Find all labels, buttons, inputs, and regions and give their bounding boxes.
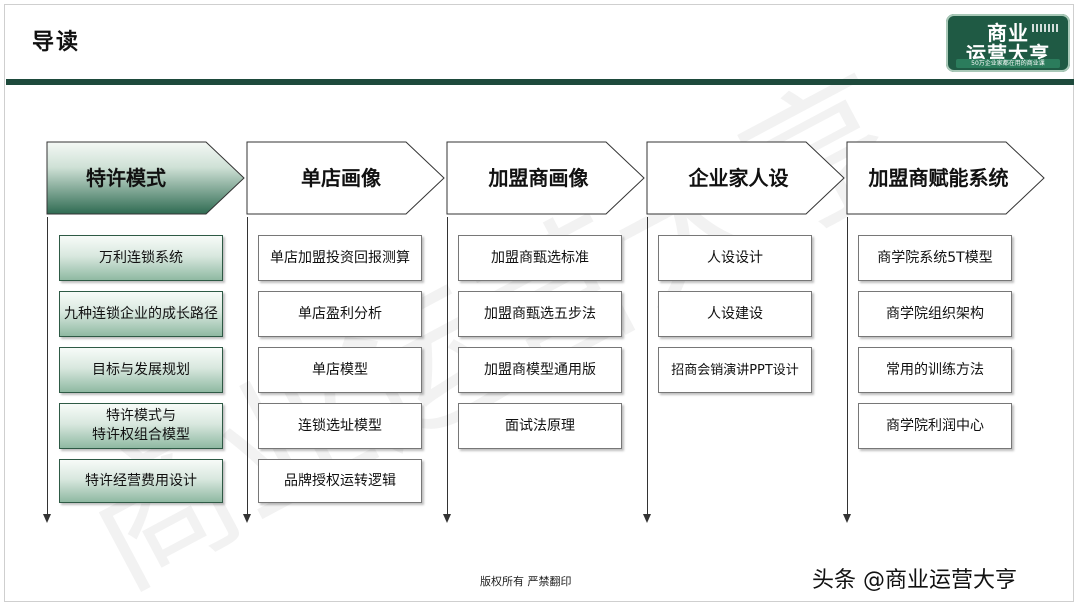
topic-item[interactable]: 目标与发展规划 — [59, 347, 223, 393]
topic-item[interactable]: 连锁选址模型 — [258, 403, 422, 449]
column-line — [847, 217, 848, 517]
chevron-shape — [646, 141, 845, 215]
chevron-shape — [446, 141, 645, 215]
topic-item[interactable]: 万利连锁系统 — [59, 235, 223, 281]
topic-item[interactable]: 特许模式与 特许权组合模型 — [59, 403, 223, 449]
topic-item[interactable]: 加盟商甄选标准 — [458, 235, 622, 281]
topic-item[interactable]: 常用的训练方法 — [858, 347, 1012, 393]
column-header-label: 加盟商赋能系统 — [868, 166, 1009, 190]
topic-item[interactable]: 单店模型 — [258, 347, 422, 393]
topic-item[interactable]: 商学院利润中心 — [858, 403, 1012, 449]
column-header-entrepreneur[interactable]: 企业家人设 — [646, 141, 846, 215]
title-divider — [6, 79, 1074, 85]
slide-frame — [4, 4, 1074, 602]
topic-item[interactable]: 商学院组织架构 — [858, 291, 1012, 337]
topic-item[interactable]: 加盟商甄选五步法 — [458, 291, 622, 337]
source-credit: 头条 @商业运营大亨 — [812, 568, 1017, 593]
logo-line1: 商业 — [987, 21, 1029, 45]
chevron-shape — [46, 141, 245, 215]
column-header-label: 特许模式 — [86, 166, 166, 190]
arrow-down-icon — [243, 514, 251, 523]
column-header-franchise[interactable]: 特许模式 — [46, 141, 246, 215]
topic-item[interactable]: 人设建设 — [658, 291, 812, 337]
column-header-label: 加盟商画像 — [488, 166, 589, 190]
topic-item[interactable]: 加盟商模型通用版 — [458, 347, 622, 393]
chevron-shape — [846, 141, 1045, 215]
topic-item[interactable]: 面试法原理 — [458, 403, 622, 449]
topic-item[interactable]: 商学院系统5T模型 — [858, 235, 1012, 281]
page-title: 导读 — [32, 30, 81, 55]
topic-item[interactable]: 品牌授权运转逻辑 — [258, 459, 422, 503]
column-line — [247, 217, 248, 517]
column-header-empowerment[interactable]: 加盟商赋能系统 — [846, 141, 1046, 215]
column-line — [47, 217, 48, 517]
column-header-label: 单店画像 — [301, 166, 381, 190]
column-header-label: 企业家人设 — [688, 166, 789, 190]
topic-item[interactable]: 人设设计 — [658, 235, 812, 281]
copyright-notice: 版权所有 严禁翻印 — [480, 575, 572, 588]
column-header-franchisee[interactable]: 加盟商画像 — [446, 141, 646, 215]
arrow-down-icon — [643, 514, 651, 523]
logo-tagline: 50万企业家都在用的商业课 — [956, 59, 1060, 68]
topic-item[interactable]: 特许经营费用设计 — [59, 459, 223, 503]
arrow-down-icon — [43, 514, 51, 523]
brand-logo: 商业 运营大亨 50万企业家都在用的商业课 — [946, 14, 1070, 72]
column-line — [647, 217, 648, 517]
column-line — [447, 217, 448, 517]
arrow-down-icon — [443, 514, 451, 523]
topic-item[interactable]: 单店加盟投资回报测算 — [258, 235, 422, 281]
topic-item[interactable]: 九种连锁企业的成长路径 — [59, 291, 223, 337]
topic-item[interactable]: 招商会销演讲PPT设计 — [658, 347, 812, 393]
arrow-down-icon — [843, 514, 851, 523]
logo-stripes — [1032, 24, 1060, 32]
topic-item[interactable]: 单店盈利分析 — [258, 291, 422, 337]
chevron-shape — [246, 141, 445, 215]
column-header-single-store[interactable]: 单店画像 — [246, 141, 446, 215]
